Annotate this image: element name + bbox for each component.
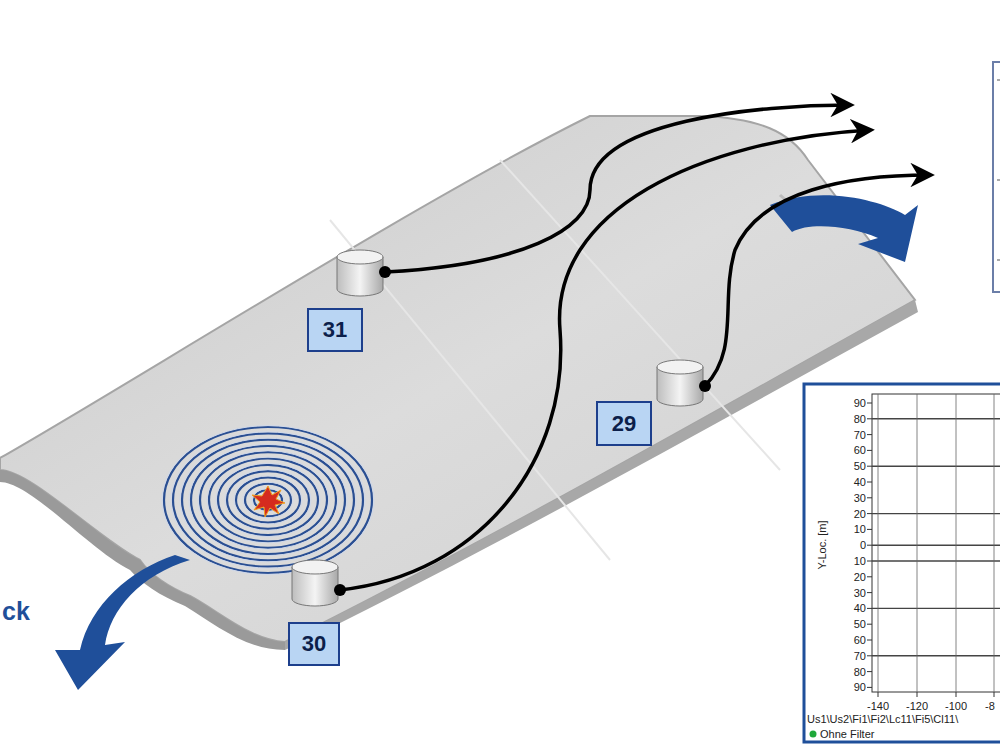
- grid-line: [872, 545, 1000, 546]
- tick-mark: [867, 561, 872, 562]
- tick-mark: [867, 466, 872, 467]
- grid-line: [872, 608, 1000, 609]
- wave-ring: [162, 426, 374, 575]
- wave-ring: [218, 465, 318, 535]
- wave-ring: [164, 427, 372, 573]
- axis-tick-label: 80: [854, 413, 866, 425]
- axis-tick-label: 20: [854, 571, 866, 583]
- axis-tick-label: 90: [854, 681, 866, 693]
- axis-tick-label: 40: [854, 476, 866, 488]
- wave-ring: [182, 440, 354, 561]
- wave-ring: [209, 459, 327, 542]
- grid-line: [872, 513, 1000, 514]
- grid-line: [956, 394, 957, 692]
- grid-line: [872, 418, 1000, 419]
- tick-mark: [867, 450, 872, 451]
- axis-tick-label: 0: [860, 539, 866, 551]
- axis-tick-label: 30: [854, 492, 866, 504]
- sensor: [657, 360, 711, 406]
- sensor-group: [292, 250, 711, 606]
- tick-mark: [867, 671, 872, 672]
- wave-ring: [216, 463, 320, 536]
- axis-tick-label: 10: [854, 555, 866, 567]
- wave-ring: [200, 452, 336, 548]
- axis-tick-label: 30: [854, 587, 866, 599]
- axis-tick-label: -140: [867, 700, 889, 712]
- axis-title: Y-Loc. [m]: [816, 520, 828, 569]
- grid-line: [994, 394, 995, 692]
- tick-mark: [867, 655, 872, 656]
- filter-label: Ohne Filter: [820, 728, 874, 740]
- wave-ring: [173, 433, 363, 566]
- wave-ring: [243, 482, 293, 517]
- partial-panel: [993, 62, 1000, 292]
- axis-tick-label: 70: [854, 650, 866, 662]
- channel-list: Us1\Us2\Fi1\Fi2\Lc11\Fi5\Cl11\: [807, 713, 958, 725]
- axis-tick-label: 50: [854, 460, 866, 472]
- grid-line: [872, 466, 1000, 467]
- tick-mark: [867, 576, 872, 577]
- tick-mark: [867, 687, 872, 688]
- wave-ring: [198, 451, 338, 549]
- wave-ring: [191, 446, 345, 554]
- wave-ring: [180, 438, 356, 562]
- tick-mark: [917, 692, 918, 697]
- axis-tick-label: 20: [854, 508, 866, 520]
- sensor: [292, 560, 346, 606]
- axis-tick-label: 10: [854, 523, 866, 535]
- tick-mark: [867, 624, 872, 625]
- callout-box: 31: [307, 308, 363, 352]
- grid-line: [872, 560, 1000, 561]
- tick-mark: [867, 640, 872, 641]
- tick-mark: [867, 592, 872, 593]
- wave-ring: [189, 445, 347, 556]
- axis-tick-label: 60: [854, 444, 866, 456]
- tick-mark: [867, 418, 872, 419]
- grid-line: [872, 655, 1000, 656]
- plate: [0, 116, 918, 650]
- tick-mark: [956, 692, 957, 697]
- wave-ring: [236, 477, 300, 522]
- tick-mark: [867, 434, 872, 435]
- tick-mark: [878, 692, 879, 697]
- wave-ring: [171, 432, 365, 568]
- callout-number: 29: [612, 411, 636, 437]
- grid-line: [878, 394, 879, 692]
- wave-rings: [162, 426, 374, 575]
- tick-mark: [867, 545, 872, 546]
- wave-ring: [225, 470, 311, 531]
- axis-tick-label: 40: [854, 602, 866, 614]
- wave-ring: [234, 476, 302, 524]
- axis-tick-label: 90: [854, 397, 866, 409]
- axis-tick-label: -8: [985, 700, 995, 712]
- impact-spark: [252, 486, 285, 517]
- tick-mark: [867, 529, 872, 530]
- tick-mark: [867, 403, 872, 404]
- tick-mark: [867, 513, 872, 514]
- tick-mark: [867, 608, 872, 609]
- axis-tick-label: 60: [854, 634, 866, 646]
- tick-mark: [867, 482, 872, 483]
- grid-line: [917, 394, 918, 692]
- tick-mark: [994, 692, 995, 697]
- tick-mark: [867, 497, 872, 498]
- wave-ring: [227, 471, 309, 529]
- axis-tick-label: -100: [945, 700, 967, 712]
- callout-box: 30: [288, 622, 340, 666]
- callout-box: 29: [596, 401, 652, 446]
- bend-arrow: [55, 195, 918, 690]
- chart-panel: [804, 384, 1000, 742]
- callout-number: 30: [302, 631, 326, 657]
- callout-number: 31: [323, 317, 347, 343]
- wave-ring: [207, 457, 329, 543]
- axis-tick-label: 50: [854, 618, 866, 630]
- axis-tick-label: 80: [854, 666, 866, 678]
- cut-label: ck: [2, 597, 30, 626]
- axis-tick-label: 70: [854, 429, 866, 441]
- sensor: [337, 250, 391, 296]
- axis-tick-label: -120: [906, 700, 928, 712]
- wave-ring: [245, 484, 291, 517]
